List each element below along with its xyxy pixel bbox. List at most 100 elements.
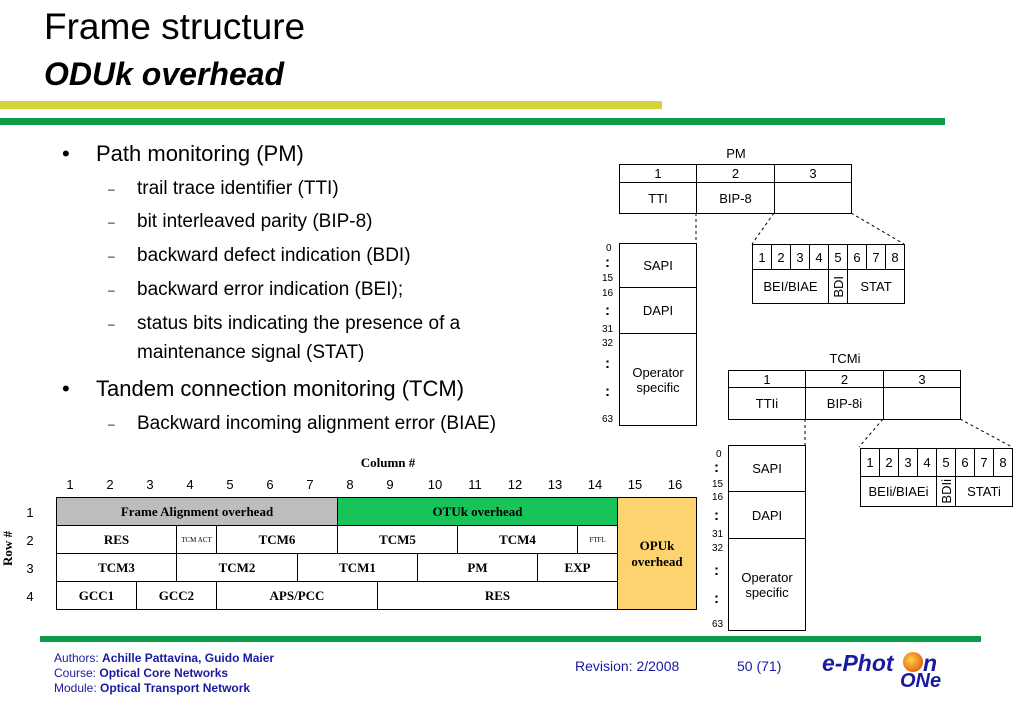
pm-dapi: DAPI (619, 287, 697, 334)
pm-sapi: SAPI (619, 243, 697, 288)
bullet-marker: • (62, 141, 70, 166)
col-num: 16 (667, 477, 683, 492)
title-divider-green (0, 118, 945, 125)
pm-stat: STAT (847, 269, 905, 304)
tcm-index-31: 31 (712, 529, 724, 540)
bullet-text: Tandem connection monitoring (TCM) (96, 376, 465, 401)
tcm-bip8i: BIP-8i (805, 387, 884, 420)
bullet-marker: • (62, 376, 70, 401)
tcm-bit-6: 6 (955, 448, 975, 477)
opuk-overhead: OPUk overhead (617, 497, 697, 610)
tcm-bit-3: 3 (898, 448, 918, 477)
sub-bullet-marker: – (108, 249, 115, 263)
sub-bullet-marker: – (108, 417, 115, 431)
row-num: 4 (26, 589, 34, 604)
col-num: 7 (306, 477, 314, 492)
authors-value: Achille Pattavina, Guido Maier (102, 651, 275, 665)
sub-bullet-text: trail trace identifier (TTI) (137, 178, 339, 199)
ftfl: FTFL (577, 525, 618, 554)
tcm-index-colon: : (714, 562, 719, 579)
pm-bei-biae: BEI/BIAE (752, 269, 829, 304)
tcm-sapi: SAPI (728, 445, 806, 492)
pm-col-3: 3 (774, 164, 852, 183)
sub-bullet-marker: – (108, 283, 115, 297)
col-num: 11 (468, 477, 482, 492)
pm-index-31: 31 (602, 324, 614, 335)
row-header-text: Row # (0, 531, 15, 567)
sub-bullet-marker: – (108, 182, 115, 196)
col-num: 12 (507, 477, 523, 492)
pm-index-63: 63 (602, 414, 614, 425)
pm-bit-1: 1 (752, 244, 772, 270)
tcm-col-2: 2 (805, 370, 884, 388)
tcm-label: TCMi (829, 351, 861, 366)
sub-bullet-text: backward defect indication (BDI) (137, 245, 411, 266)
tcm-col-1: 1 (728, 370, 806, 388)
pm-index-16: 16 (602, 288, 614, 299)
col-num: 9 (386, 477, 394, 492)
tcm-bit-2: 2 (879, 448, 899, 477)
tcm-index-16: 16 (712, 492, 724, 503)
column-header: Column # (360, 455, 416, 470)
row-num: 1 (26, 505, 34, 520)
pm-col-1: 1 (619, 164, 697, 183)
pm-bit-6: 6 (847, 244, 867, 270)
pm-bdi: BDI (828, 269, 848, 304)
exp: EXP (537, 553, 618, 582)
tcm-index-colon: : (714, 459, 719, 476)
pm-index-32: 32 (602, 338, 614, 349)
logo-text-1: e-Phot (822, 650, 894, 676)
pm-bdi-text: BDI (830, 275, 846, 298)
tcm-index-0: 0 (716, 449, 722, 460)
tcm-bit-4: 4 (917, 448, 937, 477)
revision: Revision: 2/2008 (575, 658, 680, 674)
slide-subtitle: ODUk overhead (44, 56, 285, 92)
tcm-ttii: TTIi (728, 387, 806, 420)
tcm-index-colon: : (714, 507, 719, 524)
tcm-operator-specific: Operator specific (728, 538, 806, 631)
pm-index-colon: : (605, 254, 610, 271)
pm-field: PM (417, 553, 538, 582)
pm-byte-connector-right (850, 212, 905, 245)
frame-alignment-overhead: Frame Alignment overhead (56, 497, 338, 526)
tcm-index-colon: : (714, 590, 719, 607)
tcm1: TCM1 (297, 553, 418, 582)
pm-bit-8: 8 (885, 244, 905, 270)
col-num: 8 (346, 477, 354, 492)
sub-bullet-text: backward error indication (BEI); (137, 279, 404, 300)
otuk-overhead: OTUk overhead (337, 497, 618, 526)
module-value: Optical Transport Network (100, 681, 251, 695)
pm-byte3 (774, 182, 852, 214)
tcm-index-15: 15 (712, 479, 724, 490)
bullet-text: Path monitoring (PM) (96, 141, 304, 166)
tcm2: TCM2 (176, 553, 298, 582)
sub-bullet-text: Backward incoming alignment error (BIAE) (137, 413, 497, 434)
sub-bullet-marker: – (108, 317, 115, 331)
pm-index-colon: : (605, 355, 610, 372)
tcm-index-32: 32 (712, 543, 724, 554)
col-num: 14 (587, 477, 603, 492)
title-divider-olive (0, 101, 662, 109)
slide-title: Frame structure (44, 6, 306, 47)
gcc2: GCC2 (136, 581, 217, 610)
sub-bullet-text: status bits indicating the presence of a (137, 313, 461, 334)
pm-index-colon: : (605, 383, 610, 400)
pm-bip8: BIP-8 (696, 182, 775, 214)
pm-index-15: 15 (602, 273, 614, 284)
pm-label: PM (726, 146, 746, 161)
col-num: 4 (186, 477, 194, 492)
pm-byte-connector-left (751, 212, 775, 245)
col-num: 5 (226, 477, 234, 492)
module-label: Module: (54, 681, 97, 695)
sub-bullet-text: maintenance signal (STAT) (137, 342, 365, 363)
tcm-act: TCM ACT (176, 525, 217, 554)
col-num: 10 (427, 477, 443, 492)
gcc1: GCC1 (56, 581, 137, 610)
tcm-bdii-text: BDIi (938, 479, 954, 504)
footer-authors: Authors: Achille Pattavina, Guido Maier (54, 651, 274, 665)
pm-bit-4: 4 (809, 244, 829, 270)
pm-index-0: 0 (606, 243, 612, 254)
res-row2: RES (56, 525, 177, 554)
tcm-byte3 (883, 387, 961, 420)
